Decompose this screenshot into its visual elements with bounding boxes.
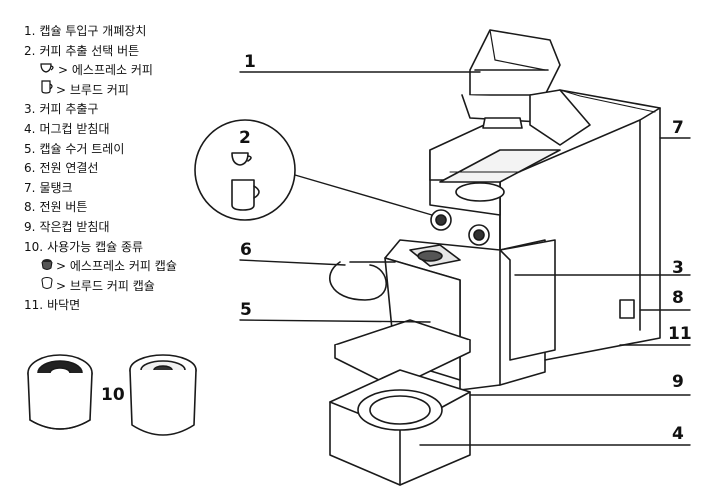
legend-item: 4.머그컵 받침대: [24, 120, 177, 140]
legend-number: 8.: [24, 200, 36, 215]
callout-8: 8: [672, 288, 684, 308]
mug-icon: [40, 80, 54, 101]
legend-number: 3.: [24, 102, 36, 117]
legend-text: > 에스프레소 커피 캡슐: [56, 259, 177, 274]
brewed-capsule-icon: [40, 276, 54, 297]
legend-text: 사용가능 캡슐 종류: [47, 239, 144, 254]
legend-text: > 브루드 커피: [56, 82, 129, 97]
legend-item: 8.전원 버튼: [24, 198, 177, 218]
callout-11: 11: [668, 324, 692, 344]
legend-item: 3.커피 추출구: [24, 100, 177, 120]
legend-item: 11.바닥면: [24, 296, 177, 316]
button-zoom-detail: [194, 119, 296, 221]
legend-item: 7.물탱크: [24, 179, 177, 199]
legend-number: 6.: [24, 161, 36, 176]
espresso-capsule-icon: [40, 257, 54, 278]
callout-10: 10: [101, 385, 125, 405]
legend-text: > 에스프레소 커피: [58, 63, 153, 78]
callout-9: 9: [672, 372, 684, 392]
legend-item: > 브루드 커피 캡슐: [24, 277, 177, 297]
legend-item: 1.캡슐 투입구 개폐장치: [24, 22, 177, 42]
legend-text: 전원 연결선: [39, 161, 99, 176]
callout-7: 7: [672, 118, 684, 138]
legend-text: 캡슐 투입구 개폐장치: [39, 24, 147, 38]
legend-number: 1.: [24, 24, 36, 38]
legend-item: > 브루드 커피: [24, 80, 177, 101]
legend-item: 6.전원 연결선: [24, 159, 177, 179]
legend-number: 4.: [24, 121, 36, 136]
legend-number: 9.: [24, 219, 36, 234]
espresso-cup-icon: [40, 61, 56, 81]
callout-6: 6: [240, 240, 252, 260]
machine-illustration: [329, 29, 661, 486]
legend-number: 2.: [24, 43, 36, 58]
legend-item: 2.커피 추출 선택 버튼: [24, 42, 177, 62]
leader-lines: [239, 71, 691, 446]
callout-5: 5: [240, 300, 252, 320]
legend-item: > 에스프레소 커피: [24, 61, 177, 81]
legend-text: 물탱크: [39, 180, 73, 195]
callout-2: 2: [239, 128, 251, 148]
legend-text: 캡슐 수거 트레이: [39, 141, 125, 156]
legend-text: > 브루드 커피 캡슐: [56, 278, 155, 293]
legend-text: 전원 버튼: [39, 200, 88, 215]
legend-number: 10.: [24, 239, 44, 254]
legend-text: 커피 추출 선택 버튼: [39, 43, 140, 58]
legend-item: > 에스프레소 커피 캡슐: [24, 257, 177, 277]
callout-4: 4: [672, 424, 684, 444]
callout-1: 1: [244, 52, 256, 72]
legend-text: 머그컵 받침대: [39, 121, 110, 136]
legend-text: 작은컵 받침대: [39, 219, 110, 234]
legend-text: 커피 추출구: [39, 102, 99, 117]
legend-text: 바닥면: [47, 298, 81, 313]
capsule-illustrations: [27, 354, 197, 436]
legend-item: 9.작은컵 받침대: [24, 218, 177, 238]
legend-number: 11.: [24, 298, 44, 313]
legend-number: 7.: [24, 180, 36, 195]
legend-item: 5.캡슐 수거 트레이: [24, 140, 177, 160]
legend-item: 10.사용가능 캡슐 종류: [24, 238, 177, 258]
callout-3: 3: [672, 258, 684, 278]
legend-number: 5.: [24, 141, 36, 156]
